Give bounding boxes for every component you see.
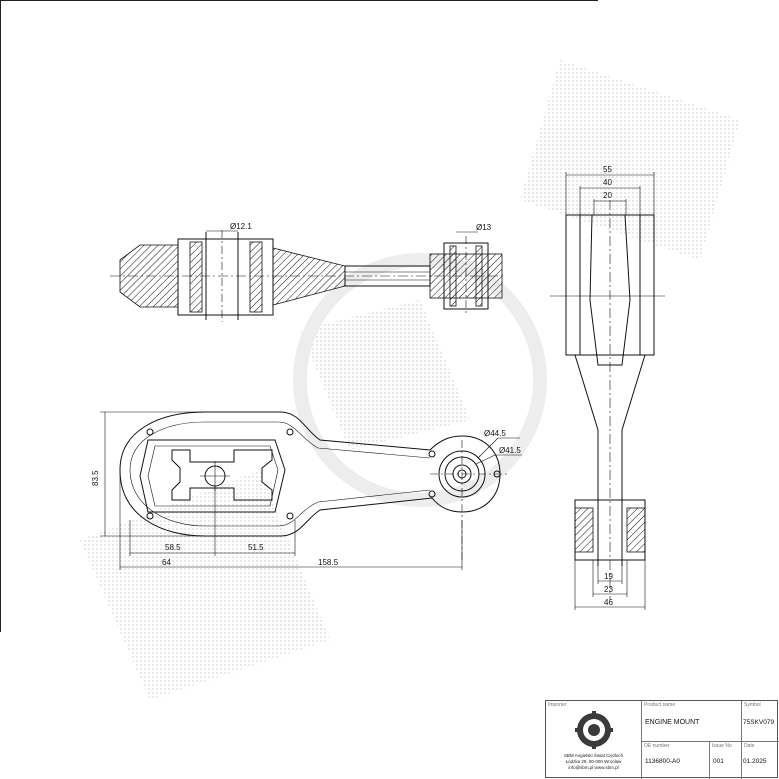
symbol-caption: Symbol [744,702,761,708]
company-logo [575,711,613,749]
dim-51-5: 51.5 [248,543,264,552]
date-cell: Date 01.2025 [741,741,779,779]
top-view: Ø12.1 Ø13 [110,222,505,322]
dim-23: 23 [604,585,613,594]
dim-58-5: 58.5 [165,543,181,552]
importer-address: SBM Angielski Świat Ciężkich Łódzka 29, … [548,753,639,771]
issue-value: 001 [713,758,724,765]
dim-55: 55 [603,165,612,174]
symbol-value: 75SKV079 [743,719,775,726]
dim-height: 83.5 [91,470,100,486]
dim-19: 19 [604,572,613,581]
frame-top-border [0,0,598,1]
product-name: ENGINE MOUNT [645,719,700,726]
company-line-3: info@sbm.pl www.sbm.pl [568,765,619,770]
product-cell: Product name ENGINE MOUNT [641,701,741,741]
dim-ring-inner: Ø41.5 [499,446,521,455]
dim-top-right-diameter: Ø13 [476,223,492,232]
importer-cell: Importer SBM Angielski Świat Ciężkich Łó… [546,701,641,779]
side-view: 55 40 20 19 23 46 [550,165,665,610]
dim-40: 40 [603,178,612,187]
company-line-1: SBM Angielski Świat Ciężkich [563,753,624,758]
oe-cell: OE number 1136800-A0 [641,741,709,779]
dim-46: 46 [604,598,613,607]
dim-ring-outer: Ø44.5 [484,429,506,438]
date-caption: Date [744,743,755,749]
product-caption: Product name [644,702,676,708]
plan-view: Ø44.5 Ø41.5 83.5 58.5 51.5 64 158.5 [91,411,522,570]
left-cone [119,244,179,308]
date-value: 01.2025 [743,758,767,765]
center-spool [171,449,273,501]
oe-caption: OE number [644,743,670,749]
frame-left-border [0,0,1,632]
inner-window [139,439,286,513]
oe-number: 1136800-A0 [645,758,680,765]
importer-caption: Importer [548,702,567,708]
dim-158-5: 158.5 [318,558,339,567]
title-block: Importer SBM Angielski Świat Ciężkich Łó… [545,700,779,779]
dim-20: 20 [603,191,612,200]
issue-cell: Issue No 001 [709,741,741,779]
symbol-cell: Symbol 75SKV079 [741,701,779,741]
issue-caption: Issue No [712,743,732,749]
dim-64: 64 [162,558,171,567]
dim-top-left-diameter: Ø12.1 [230,222,252,231]
company-line-2: Łódzka 29, 00-000 Wrocław [565,759,622,764]
watermark-logo [80,60,740,700]
